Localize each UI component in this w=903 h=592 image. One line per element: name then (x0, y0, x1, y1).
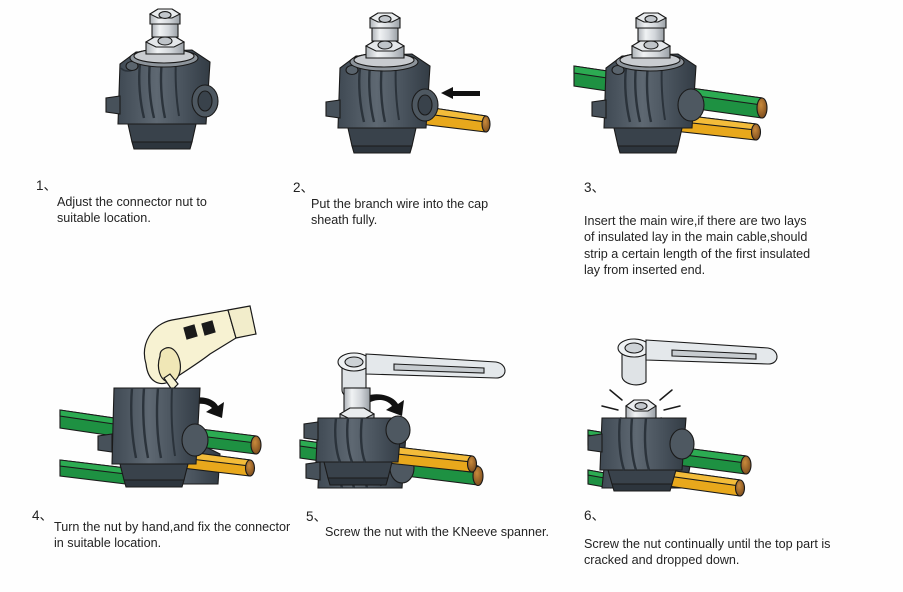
nut-stack-3 (630, 12, 672, 59)
connector-body-1 (105, 48, 219, 150)
nut-stack-2 (364, 12, 406, 59)
figure-step-1 (88, 6, 258, 171)
connector-body-5b (303, 415, 411, 486)
nut-stack-1 (144, 8, 186, 55)
step-number-3: 3、 (584, 180, 606, 195)
figure-step-5-lower (300, 415, 550, 498)
insertion-arrow-icon (441, 87, 480, 99)
connector-body-6b (587, 417, 695, 492)
step-text-1: Adjust the connector nut to suitable loc… (57, 195, 207, 226)
figure-step-6-lower (587, 417, 838, 508)
detached-nut (625, 399, 657, 419)
step-text-3: Insert the main wire,if there are two la… (584, 214, 811, 278)
spanner-icon-6 (617, 338, 778, 386)
figure-step-3 (566, 10, 816, 175)
figure-step-2 (308, 10, 518, 175)
connector-body-4b (97, 387, 209, 488)
branch-wire-yellow-6 (667, 469, 746, 497)
step-text-5: Screw the nut with the KNeeve spanner. (325, 525, 550, 539)
connector-body-3 (591, 52, 705, 154)
hand-icon (143, 305, 257, 391)
step-text-4: Turn the nut by hand,and fix the connect… (54, 520, 291, 551)
main-wire-green-4 (59, 459, 127, 485)
step-number-4: 4、 (32, 508, 54, 523)
step-number-2: 2、 (293, 180, 315, 195)
step-text-6: Screw the nut continually until the top … (584, 537, 831, 568)
step-number-1: 1、 (36, 178, 58, 193)
branch-wire-yellow-5 (387, 445, 478, 473)
step-number-5: 5、 (306, 509, 328, 524)
connector-body-2 (325, 52, 439, 154)
step-text-2: Put the branch wire into the cap sheath … (311, 197, 489, 228)
figure-step-4-lower (59, 387, 310, 498)
step-number-6: 6、 (584, 508, 606, 523)
